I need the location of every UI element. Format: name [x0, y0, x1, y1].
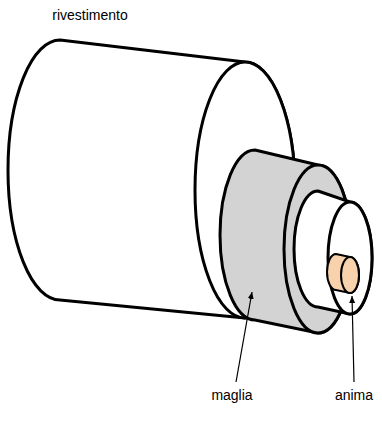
leader-line [236, 292, 252, 382]
dielectric-body [294, 191, 372, 314]
leader-line [352, 296, 354, 382]
part-label: anima [335, 388, 373, 402]
core-body [327, 254, 359, 293]
core-end-face [341, 257, 359, 293]
part-label: rivestimento [52, 8, 127, 22]
part-label: maglia [211, 388, 252, 402]
dielectric-end-face [328, 202, 372, 314]
